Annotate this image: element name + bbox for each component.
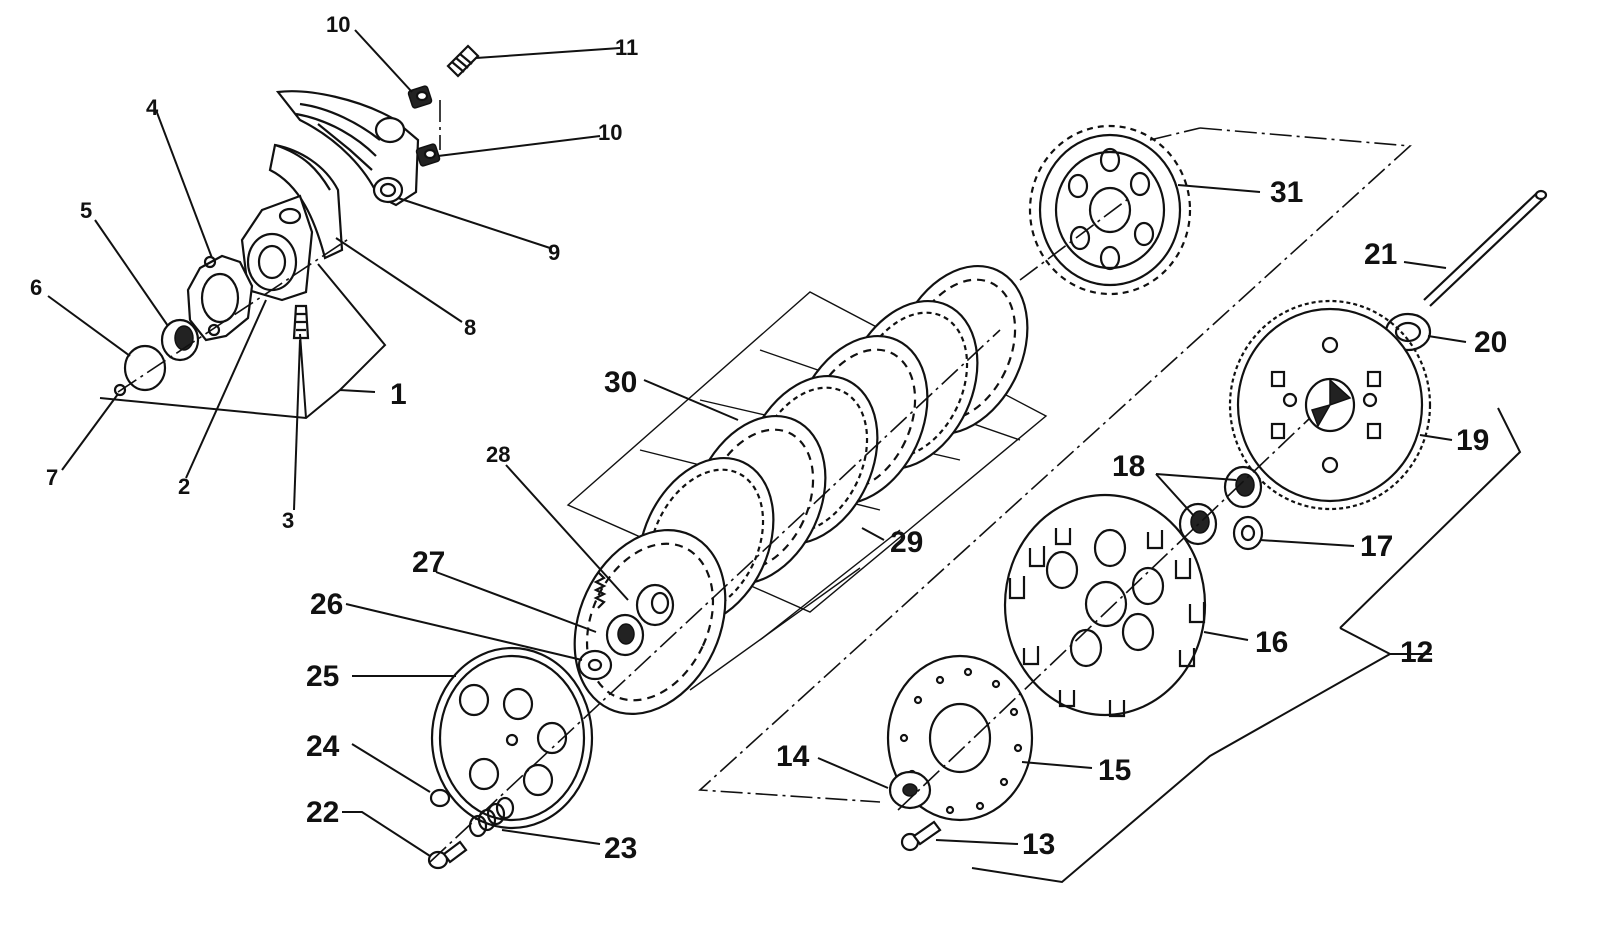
label-15: 15: [1098, 754, 1131, 787]
callout-labels: 10 11 4 10 5 9 6 8 1 7 2 3 31 21 20 30 1…: [30, 12, 1507, 865]
release-lever-plate: [268, 143, 344, 260]
spacer-bush: [1232, 515, 1264, 551]
end-cap: [123, 344, 167, 392]
label-3: 3: [282, 508, 294, 533]
label-10-upper: 10: [326, 12, 350, 37]
label-23: 23: [604, 832, 637, 865]
label-1: 1: [390, 378, 407, 411]
label-8: 8: [464, 315, 476, 340]
label-19: 19: [1456, 424, 1489, 457]
clutch-basket: [1003, 493, 1207, 718]
label-24: 24: [306, 730, 340, 763]
label-30: 30: [604, 366, 637, 399]
label-29: 29: [890, 526, 923, 559]
bracket-lower-hole: [372, 176, 404, 204]
label-26: 26: [310, 588, 343, 621]
assembly-boundary: [698, 127, 1412, 803]
label-16: 16: [1255, 626, 1288, 659]
label-12: 12: [1400, 636, 1433, 669]
label-7: 7: [46, 465, 58, 490]
spring-cup: [429, 788, 451, 808]
washer-26: [577, 649, 613, 681]
label-13: 13: [1022, 828, 1055, 861]
label-4: 4: [146, 95, 159, 120]
label-22: 22: [306, 796, 339, 829]
label-18: 18: [1112, 450, 1145, 483]
nut-upper: [407, 85, 433, 109]
label-5: 5: [80, 198, 92, 223]
gasket: [186, 254, 254, 342]
release-mechanism-assembly: [99, 44, 480, 420]
label-27: 27: [412, 546, 445, 579]
label-17: 17: [1360, 530, 1393, 563]
label-10-lower: 10: [598, 120, 622, 145]
label-6: 6: [30, 275, 42, 300]
label-20: 20: [1474, 326, 1507, 359]
label-21: 21: [1364, 238, 1397, 271]
label-25: 25: [306, 660, 339, 693]
bolt-22: [427, 840, 468, 870]
stud-bolt: [446, 44, 480, 78]
rivet: [900, 820, 942, 852]
nut-lower: [415, 143, 441, 167]
sprocket-body: [1038, 133, 1182, 287]
right-leader-lines: [342, 184, 1467, 857]
label-9: 9: [548, 240, 560, 265]
primary-gear: [1228, 299, 1432, 511]
release-housing-bore: [246, 232, 298, 292]
pressure-plate-group: [427, 329, 1001, 870]
label-2: 2: [178, 474, 190, 499]
label-31: 31: [1270, 176, 1303, 209]
clutch-springs: [468, 796, 515, 838]
label-14: 14: [776, 740, 810, 773]
push-rod: [1423, 191, 1539, 301]
label-28: 28: [486, 442, 510, 467]
clutch-basket-assembly: [886, 189, 1548, 884]
label-11: 11: [615, 35, 638, 60]
spring: [593, 571, 607, 609]
left-leader-lines: [47, 29, 621, 511]
bracket-upper-hole: [374, 116, 406, 144]
driven-sprocket: [1019, 124, 1192, 296]
